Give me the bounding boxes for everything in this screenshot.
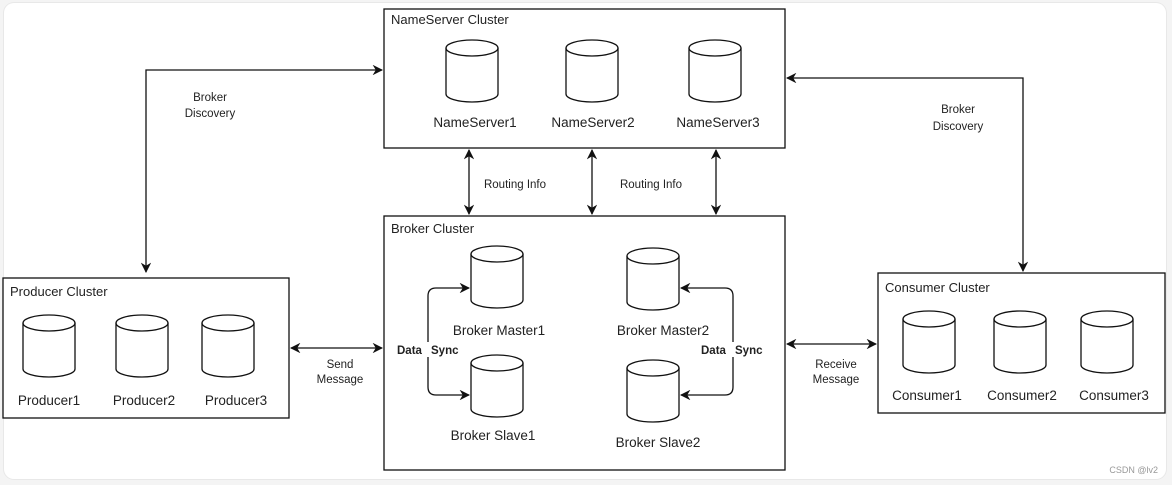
consumer-cluster-title: Consumer Cluster <box>885 280 990 295</box>
nameserver-cluster-title: NameServer Cluster <box>391 12 509 27</box>
nameserver-2-label: NameServer2 <box>551 115 634 130</box>
broker-discovery-right-label-line1: Broker <box>941 104 975 116</box>
broker-slave-1-label: Broker Slave1 <box>451 428 536 443</box>
broker-master-2-db-icon <box>626 247 680 311</box>
broker-master-1-db-icon <box>470 245 524 309</box>
consumer-2-db-icon <box>993 310 1047 374</box>
watermark-text: CSDN @lv2 <box>1109 465 1158 475</box>
producer-3-label: Producer3 <box>205 393 267 408</box>
routing-info-right-label: Routing Info <box>620 179 682 191</box>
broker-master-1-label: Broker Master1 <box>453 323 545 338</box>
data-sync-right-label-bg <box>700 342 766 357</box>
broker-slave-1-db-icon <box>470 354 524 418</box>
consumer-3-label: Consumer3 <box>1079 388 1149 403</box>
nameserver-3-label: NameServer3 <box>676 115 759 130</box>
data-sync-left-label-line2: Sync <box>431 345 459 357</box>
data-sync-right-label-line2: Sync <box>735 345 763 357</box>
nameserver-2-db-icon <box>565 39 619 103</box>
nameserver-1-db-icon <box>445 39 499 103</box>
nameserver-3-db-icon <box>688 39 742 103</box>
data-sync-right-edge <box>679 282 734 401</box>
producer-1-label: Producer1 <box>18 393 80 408</box>
broker-discovery-left-label-line2: Discovery <box>185 108 236 120</box>
producer-2-db-icon <box>115 314 169 378</box>
producer-3-db-icon <box>201 314 255 378</box>
consumer-2-label: Consumer2 <box>987 388 1057 403</box>
send-message-label-line1: Send <box>327 359 354 371</box>
consumer-3-db-icon <box>1080 310 1134 374</box>
receive-message-label-line2: Message <box>813 374 860 386</box>
broker-discovery-right-edge <box>785 72 1029 273</box>
data-sync-left-label-bg <box>396 342 460 357</box>
receive-message-label-line1: Receive <box>815 359 857 371</box>
data-sync-right-label-line1: Data <box>701 345 727 357</box>
broker-cluster-title: Broker Cluster <box>391 221 475 236</box>
producer-cluster-title: Producer Cluster <box>10 284 108 299</box>
consumer-1-label: Consumer1 <box>892 388 962 403</box>
consumer-1-db-icon <box>902 310 956 374</box>
producer-2-label: Producer2 <box>113 393 175 408</box>
data-sync-left-label-line1: Data <box>397 345 423 357</box>
producer-1-db-icon <box>22 314 76 378</box>
broker-discovery-right-label-line2: Discovery <box>933 121 984 133</box>
nameserver-1-label: NameServer1 <box>433 115 516 130</box>
broker-master-2-label: Broker Master2 <box>617 323 709 338</box>
routing-info-left-label: Routing Info <box>484 179 546 191</box>
broker-discovery-left-label-line1: Broker <box>193 92 227 104</box>
send-message-label-line2: Message <box>317 374 364 386</box>
broker-slave-2-db-icon <box>626 359 680 423</box>
broker-slave-2-label: Broker Slave2 <box>616 435 701 450</box>
data-sync-left-edge <box>427 282 471 401</box>
broker-discovery-left-edge <box>140 64 384 274</box>
